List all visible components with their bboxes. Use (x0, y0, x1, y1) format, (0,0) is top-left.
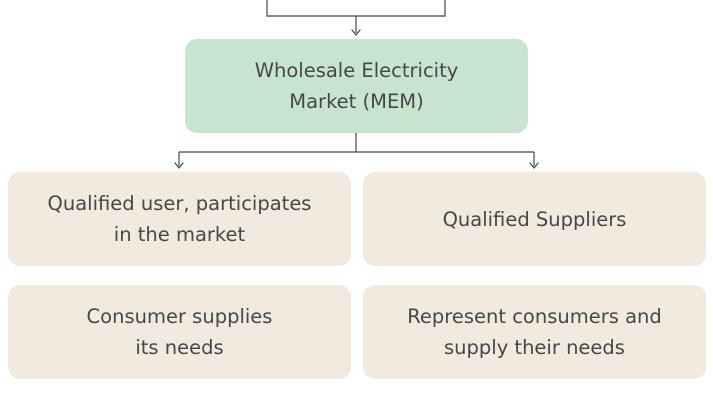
represent-consumers-box: Represent consumers and supply their nee… (363, 285, 706, 379)
arrowhead-to-main (351, 29, 361, 36)
arrowhead-right (529, 162, 539, 169)
qualified-suppliers-box: Qualified Suppliers (363, 172, 706, 266)
qualified-suppliers-label: Qualified Suppliers (442, 207, 627, 231)
qualified-user-box: Qualified user, participates in the mark… (8, 172, 351, 266)
consumer-supplies-box: Consumer supplies its needs (8, 285, 351, 379)
consumer-supplies-label: Consumer supplies its needs (86, 305, 273, 359)
incoming-bracket (266, 0, 446, 17)
represent-consumers-label: Represent consumers and supply their nee… (407, 305, 662, 359)
wholesale-electricity-market-box: Wholesale Electricity Market (MEM) (185, 39, 528, 133)
wholesale-electricity-market-label: Wholesale Electricity Market (MEM) (254, 59, 459, 113)
arrowhead-left (174, 162, 184, 169)
qualified-user-label: Qualified user, participates in the mark… (47, 192, 312, 246)
